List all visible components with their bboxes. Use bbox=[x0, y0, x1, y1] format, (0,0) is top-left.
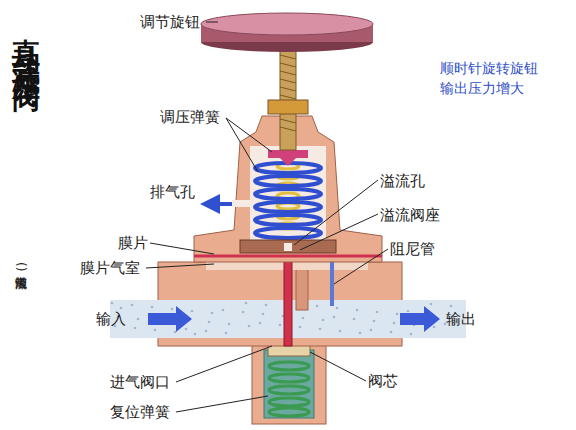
flow-speckle bbox=[407, 310, 410, 313]
flow-speckle bbox=[225, 332, 228, 335]
flow-speckle bbox=[390, 331, 393, 334]
part-label: 复位弹簧 bbox=[110, 403, 170, 421]
flow-speckle bbox=[336, 307, 339, 310]
screw-thread bbox=[280, 55, 296, 131]
diaphragm-plate bbox=[240, 240, 336, 253]
flow-speckle bbox=[322, 319, 325, 322]
spring-seat bbox=[268, 150, 308, 166]
flow-speckle bbox=[248, 325, 251, 328]
flow-label: 输入 bbox=[96, 310, 126, 328]
flow-speckle bbox=[370, 329, 373, 332]
damping-tube bbox=[330, 262, 334, 306]
flow-speckle bbox=[319, 328, 322, 331]
flow-speckle bbox=[450, 305, 453, 308]
part-label: 调节旋钮 bbox=[140, 13, 200, 31]
flow-speckle bbox=[316, 305, 319, 308]
flow-speckle bbox=[205, 330, 208, 333]
flow-speckle bbox=[171, 308, 174, 311]
part-label: 溢流孔 bbox=[380, 172, 425, 190]
flow-speckle bbox=[120, 307, 123, 310]
part-label: 调压弹簧 bbox=[160, 108, 220, 126]
flow-speckle bbox=[339, 330, 342, 333]
flow-speckle bbox=[410, 333, 413, 336]
flow-speckle bbox=[356, 309, 359, 312]
part-label: 排气孔 bbox=[150, 183, 195, 201]
flow-arrow bbox=[148, 306, 440, 332]
subtitle-label: (带溢流阀) bbox=[12, 262, 30, 271]
adjust-screw bbox=[280, 46, 296, 150]
flow-speckle bbox=[353, 318, 356, 321]
flow-speckle bbox=[299, 326, 302, 329]
flow-speckle bbox=[302, 317, 305, 320]
leader-line bbox=[146, 22, 388, 412]
flow-speckle bbox=[430, 303, 433, 306]
flow-label: 输出 bbox=[446, 310, 476, 328]
flow-speckle bbox=[245, 302, 248, 305]
flow-speckle bbox=[333, 316, 336, 319]
flow-speckle bbox=[211, 312, 214, 315]
flow-speckle bbox=[262, 313, 265, 316]
flow-speckle bbox=[396, 313, 399, 316]
flow-speckle bbox=[137, 318, 140, 321]
flow-speckle bbox=[265, 304, 268, 307]
part-label: 溢流阀座 bbox=[380, 206, 440, 224]
diagram-title: 直动式减压阀 bbox=[6, 16, 44, 70]
valve-stem bbox=[284, 252, 292, 346]
flow-speckle bbox=[373, 320, 376, 323]
flow-speckle bbox=[242, 311, 245, 314]
flow-speckle bbox=[151, 306, 154, 309]
flow-speckle bbox=[376, 311, 379, 314]
flow-speckle bbox=[279, 324, 282, 327]
flow-speckle bbox=[174, 331, 177, 334]
part-label: 膜片气室 bbox=[80, 259, 140, 277]
flow-speckle bbox=[359, 332, 362, 335]
lock-nut bbox=[268, 100, 308, 114]
flow-speckle bbox=[185, 328, 188, 331]
flow-speckle bbox=[191, 310, 194, 313]
annotation-note: 顺时针旋转旋钮 输出压力增大 bbox=[440, 58, 552, 98]
flow-speckle bbox=[259, 322, 262, 325]
part-label: 阻尼管 bbox=[390, 240, 435, 258]
flow-speckle bbox=[194, 333, 197, 336]
flow-speckle bbox=[393, 322, 396, 325]
flow-speckle bbox=[111, 302, 114, 305]
part-label: 阀芯 bbox=[368, 372, 398, 390]
flow-speckle bbox=[154, 329, 157, 332]
part-label: 膜片 bbox=[118, 234, 148, 252]
valve-chamber bbox=[252, 338, 326, 424]
exhaust-arrow bbox=[204, 202, 232, 206]
pressure-spring bbox=[255, 163, 321, 238]
relief-hole bbox=[284, 243, 292, 251]
flow-speckle bbox=[444, 323, 447, 326]
flow-speckle bbox=[134, 327, 137, 330]
flow-speckle bbox=[208, 321, 211, 324]
diaphragm bbox=[194, 255, 382, 258]
flow-speckle bbox=[228, 323, 231, 326]
flow-speckle bbox=[131, 304, 134, 307]
flow-speckle bbox=[222, 309, 225, 312]
adjust-knob bbox=[201, 13, 373, 52]
part-label: 进气阀口 bbox=[110, 373, 170, 391]
flow-speckle bbox=[433, 326, 436, 329]
